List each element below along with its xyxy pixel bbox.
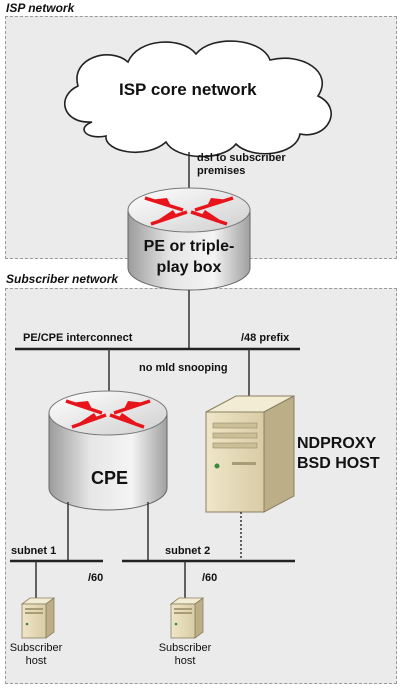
subnet-2-prefix: /60: [202, 572, 218, 584]
cpe-router-icon: [48, 390, 168, 511]
subscriber-host-2-icon: [169, 597, 205, 639]
pe-router-icon: [127, 187, 251, 291]
mld-snooping-label: no mld snooping: [139, 362, 228, 374]
subnet-1-prefix: /60: [88, 572, 104, 584]
subscriber-host-1-label: Subscriber host: [9, 642, 63, 667]
subscriber-network-title: Subscriber network: [6, 272, 119, 286]
isp-network-title: ISP network: [6, 1, 75, 15]
cloud-label: ISP core network: [119, 80, 257, 99]
interconnect-label: PE/CPE interconnect: [23, 332, 133, 344]
cpe-label: CPE: [91, 468, 129, 488]
ndproxy-server-icon: [205, 395, 295, 513]
dsl-link-label: dsl to subscriber premises: [197, 152, 286, 177]
subnet-2-label: subnet 2: [165, 545, 211, 557]
pe-router-label: PE or triple-play box: [143, 238, 235, 276]
ndproxy-label: NDPROXY BSD HOST: [297, 435, 380, 472]
subscriber-host-2-label: Subscriber host: [158, 642, 212, 667]
isp-core-cloud: [63, 40, 332, 158]
prefix-48-label: /48 prefix: [241, 332, 290, 344]
subnet-1-label: subnet 1: [11, 545, 57, 557]
subscriber-host-1-icon: [20, 597, 56, 639]
